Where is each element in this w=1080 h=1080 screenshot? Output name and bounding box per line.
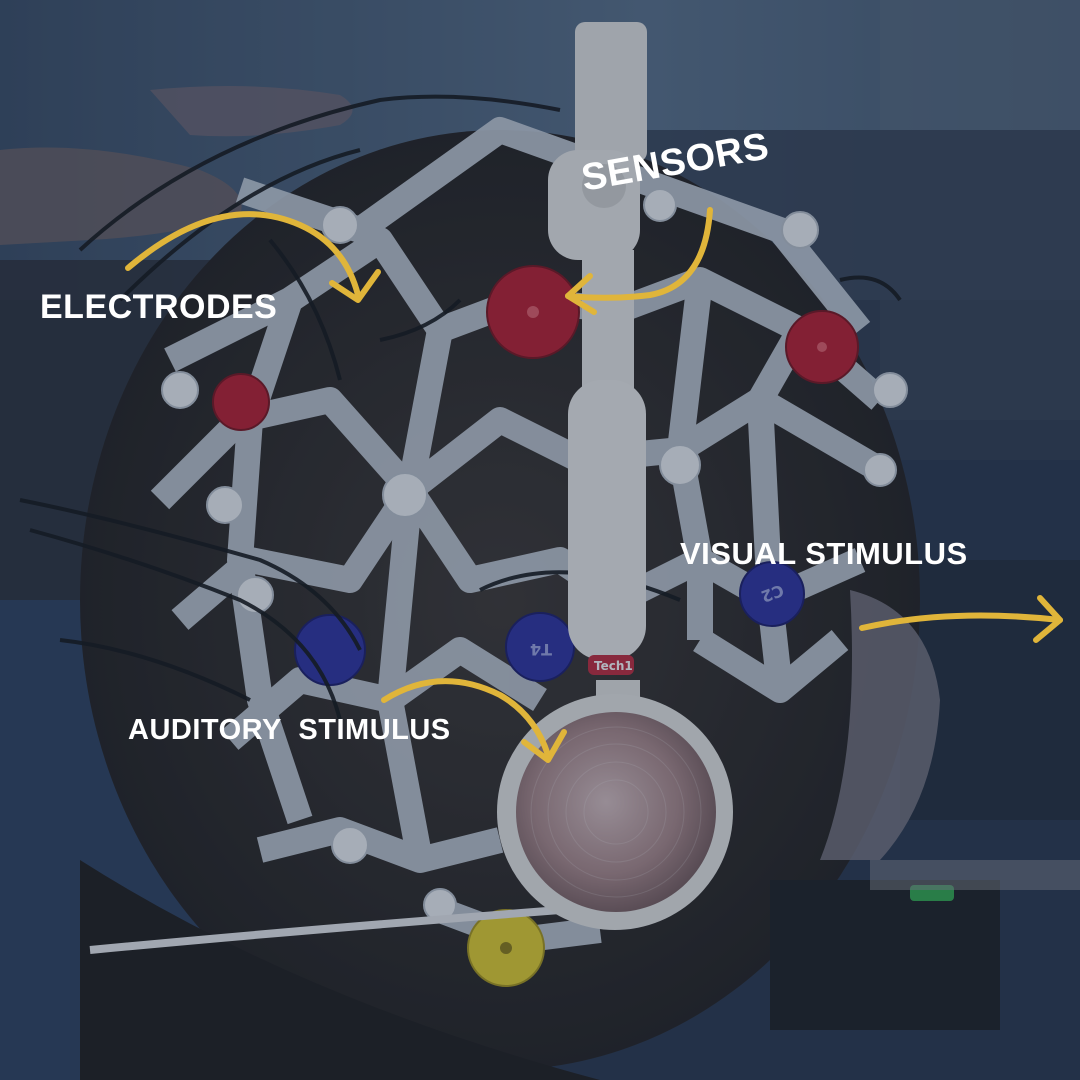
arrowhead-sensors [565, 273, 597, 315]
headphone-brand: Tech1 [594, 659, 633, 673]
arrow-electrodes [125, 211, 361, 298]
svg-text:T4: T4 [530, 640, 552, 659]
arrowhead-electrodes [329, 269, 381, 303]
arrow-auditory-stimulus [381, 678, 551, 758]
arrow-visual-stimulus [859, 612, 1063, 631]
arrowhead-visual-stimulus [1033, 595, 1063, 643]
label-visual-stimulus: VISUAL STIMULUS [680, 536, 968, 571]
label-auditory-stimulus: AUDITORY STIMULUS [128, 714, 451, 746]
arrow-sensors [565, 207, 713, 301]
arrowhead-auditory-stimulus [521, 729, 567, 763]
label-electrodes: ELECTRODES [40, 288, 278, 326]
